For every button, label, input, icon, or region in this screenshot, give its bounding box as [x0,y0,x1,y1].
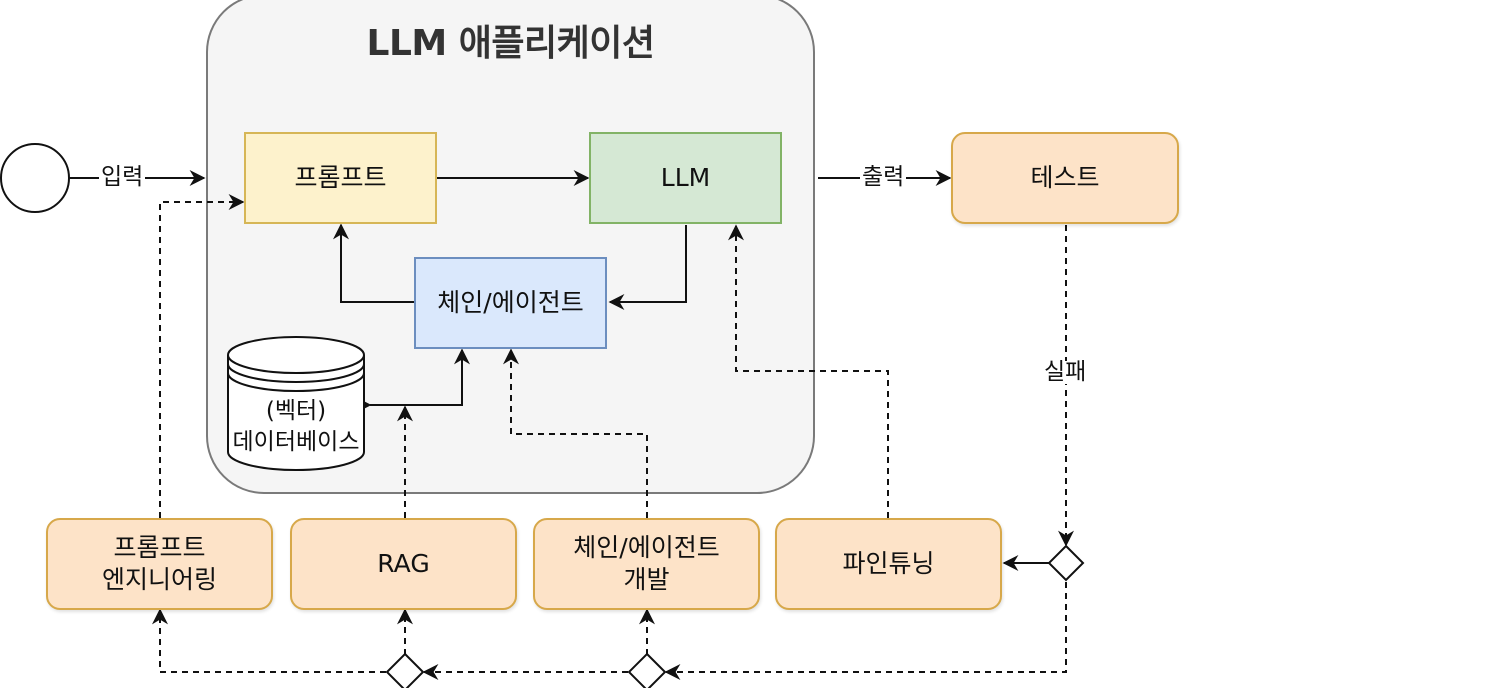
llm-node[interactable]: LLM [589,132,782,224]
decision-diamond-chain [627,652,667,688]
decision-diamond-rag [385,652,425,688]
start-node [0,143,70,213]
rag-label: RAG [377,548,430,578]
edge-db-chain [355,348,470,413]
test-node-label: 테스트 [1030,162,1100,192]
edge-finetune-llm [728,224,889,518]
edge-llm-chain [608,225,687,310]
fail-edge-label: 실패 [1042,359,1089,385]
test-node[interactable]: 테스트 [951,132,1179,224]
container-title: LLM 애플리케이션 [366,23,655,64]
chain-agent-node-label: 체인/에이전트 [437,287,584,317]
output-edge-label: 출력 [860,164,907,190]
vector-database-cylinder [227,336,365,471]
chain-agent-node[interactable]: 체인/에이전트 [414,257,607,349]
prompt-node[interactable]: 프롬프트 [244,132,437,224]
decision-diamond-fail [1047,544,1085,582]
edge-decision-down [664,582,1067,680]
chain-agent-dev-node[interactable]: 체인/에이전트 개발 [533,518,760,610]
edge-chain-prompt [333,223,415,303]
rag-node[interactable]: RAG [290,518,517,610]
prompt-engineering-node[interactable]: 프롬프트 엔지니어링 [46,518,273,610]
fine-tuning-label: 파인튜닝 [842,548,935,578]
llm-node-label: LLM [660,162,711,192]
input-edge-label: 입력 [99,164,146,190]
edge-d1-prompteng [152,608,386,673]
edge-chaindev-chain [503,348,648,518]
prompt-node-label: 프롬프트 [294,162,387,192]
vector-database-label: (벡터) 데이터베이스 [232,398,360,456]
prompt-engineering-label: 프롬프트 엔지니어링 [101,532,217,595]
fine-tuning-node[interactable]: 파인튜닝 [775,518,1002,610]
chain-agent-dev-label: 체인/에이전트 개발 [573,532,720,595]
